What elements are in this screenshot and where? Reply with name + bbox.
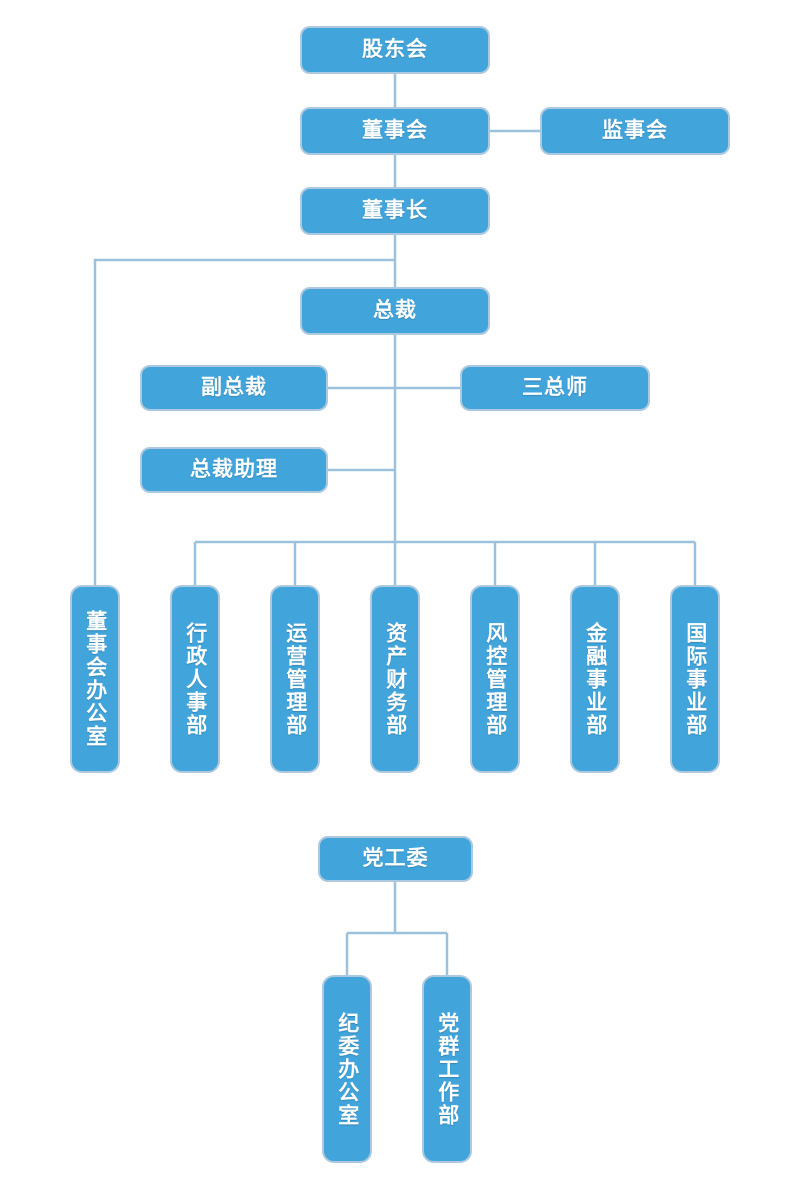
node-three-chief-engineers[interactable]: 三总师 <box>460 365 650 411</box>
node-dept-international-business[interactable]: 国际事业部 <box>670 585 720 773</box>
node-label-dept-financial-business: 金融事业部 <box>583 621 608 737</box>
node-label-party-working-committee: 党工委 <box>362 846 429 871</box>
node-label-board-office: 董事会办公室 <box>83 610 108 748</box>
node-discipline-inspection-office[interactable]: 纪委办公室 <box>322 975 372 1163</box>
node-label-dept-administration-hr: 行政人事部 <box>183 621 208 737</box>
node-label-president: 总裁 <box>373 298 417 323</box>
node-president[interactable]: 总裁 <box>300 287 490 335</box>
node-label-dept-operations-management: 运营管理部 <box>283 621 308 737</box>
node-shareholders[interactable]: 股东会 <box>300 26 490 74</box>
node-dept-financial-business[interactable]: 金融事业部 <box>570 585 620 773</box>
node-party-working-committee[interactable]: 党工委 <box>318 836 473 882</box>
node-label-chairman: 董事长 <box>362 198 428 223</box>
node-party-mass-work-dept[interactable]: 党群工作部 <box>422 975 472 1163</box>
node-board-office[interactable]: 董事会办公室 <box>70 585 120 773</box>
node-label-party-mass-work-dept: 党群工作部 <box>435 1011 460 1127</box>
node-label-vice-president: 副总裁 <box>201 375 267 400</box>
node-label-dept-asset-finance: 资产财务部 <box>383 621 408 737</box>
node-vice-president[interactable]: 副总裁 <box>140 365 328 411</box>
node-board-of-directors[interactable]: 董事会 <box>300 107 490 155</box>
node-dept-risk-management[interactable]: 风控管理部 <box>470 585 520 773</box>
node-chairman[interactable]: 董事长 <box>300 187 490 235</box>
node-label-board-of-supervisors: 监事会 <box>602 118 668 143</box>
node-dept-administration-hr[interactable]: 行政人事部 <box>170 585 220 773</box>
node-label-dept-risk-management: 风控管理部 <box>483 621 508 737</box>
node-board-of-supervisors[interactable]: 监事会 <box>540 107 730 155</box>
node-label-shareholders: 股东会 <box>362 37 428 62</box>
node-label-board-of-directors: 董事会 <box>362 118 428 143</box>
node-label-three-chief-engineers: 三总师 <box>522 375 588 400</box>
node-dept-operations-management[interactable]: 运营管理部 <box>270 585 320 773</box>
node-dept-asset-finance[interactable]: 资产财务部 <box>370 585 420 773</box>
node-label-president-assistant: 总裁助理 <box>190 457 278 482</box>
node-label-discipline-inspection-office: 纪委办公室 <box>335 1011 360 1127</box>
node-label-dept-international-business: 国际事业部 <box>683 621 708 737</box>
node-president-assistant[interactable]: 总裁助理 <box>140 447 328 493</box>
